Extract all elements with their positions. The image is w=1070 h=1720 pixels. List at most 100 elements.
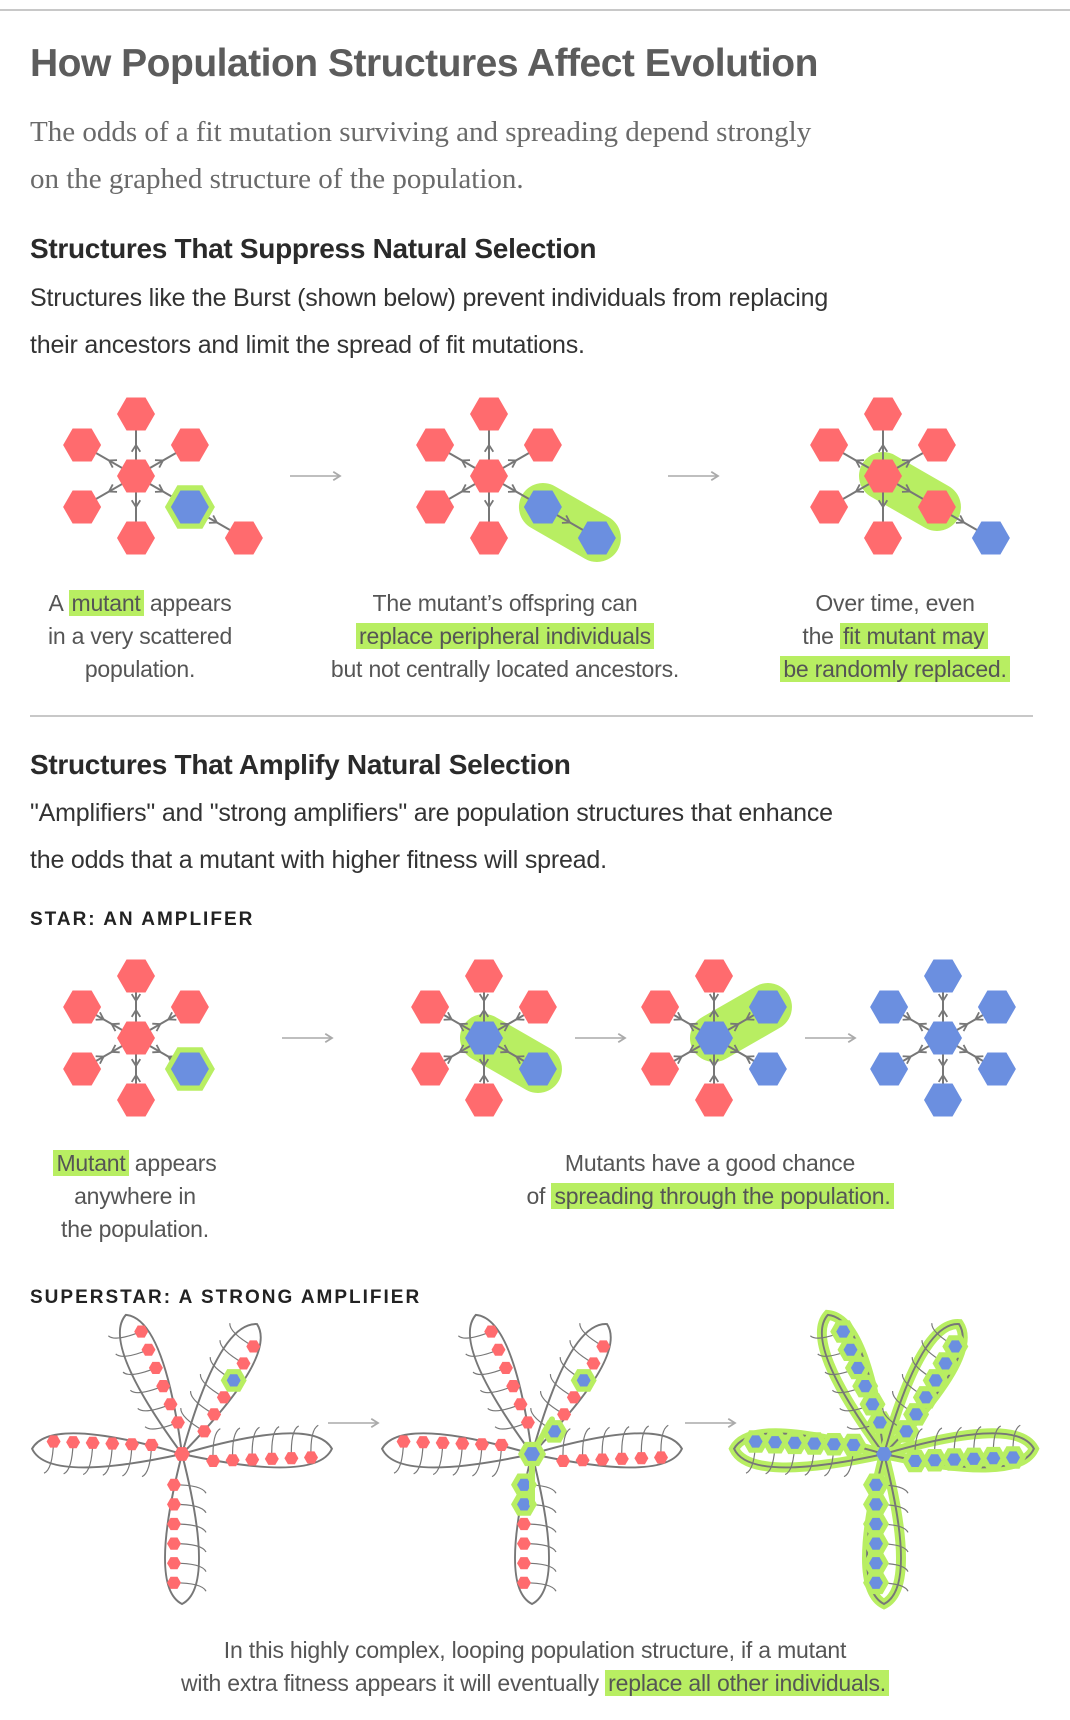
node-hexagon <box>876 1447 892 1461</box>
node-hexagon <box>557 1408 572 1421</box>
node-hexagon <box>470 459 508 493</box>
page-title: How Population Structures Affect Evoluti… <box>30 42 818 85</box>
node-hexagon <box>517 1517 531 1531</box>
node-hexagon <box>977 1052 1016 1086</box>
node-hexagon <box>174 1447 190 1461</box>
amplify-heading: Structures That Amplify Natural Selectio… <box>30 749 571 780</box>
node-hexagon <box>396 1435 411 1448</box>
node-hexagon <box>869 1576 883 1589</box>
suppress-body-1: Structures like the Burst (shown below) … <box>30 284 829 312</box>
node-hexagon <box>216 1391 231 1404</box>
node-hexagon <box>836 1325 851 1338</box>
node-hexagon <box>411 1052 450 1086</box>
node-hexagon <box>513 1398 528 1411</box>
node-hexagon <box>506 1380 521 1393</box>
node-hexagon <box>1006 1451 1020 1464</box>
node-hexagon <box>498 1361 513 1374</box>
node-hexagon <box>826 1438 841 1451</box>
node-hexagon <box>206 1454 221 1467</box>
node-hexagon <box>927 1454 942 1467</box>
star-caption-2: Mutants have a good chance of spreading … <box>460 1147 960 1213</box>
node-hexagon <box>641 990 680 1024</box>
node-hexagon <box>577 521 616 555</box>
node-hexagon <box>869 1557 883 1570</box>
node-hexagon <box>869 1517 883 1531</box>
node-hexagon <box>167 1517 181 1531</box>
node-hexagon <box>858 1380 873 1393</box>
node-hexagon <box>117 1021 155 1055</box>
burst-caption-3: Over time, even the fit mutant may be ra… <box>740 587 1050 686</box>
node-hexagon <box>465 1021 503 1055</box>
node-hexagon <box>924 1083 962 1117</box>
node-hexagon <box>899 1425 914 1438</box>
node-hexagon <box>63 1052 102 1086</box>
node-hexagon <box>748 1052 787 1086</box>
node-hexagon <box>768 1436 783 1449</box>
burst-caption-2: The mutant’s offspring can replace perip… <box>330 590 680 682</box>
node-hexagon <box>807 1437 822 1450</box>
node-hexagon <box>938 1357 953 1370</box>
node-hexagon <box>167 1537 181 1550</box>
node-hexagon <box>748 990 787 1024</box>
node-hexagon <box>524 1447 540 1461</box>
star-caption-1: Mutant appears anywhere in the populatio… <box>20 1147 250 1246</box>
node-hexagon <box>575 1454 590 1467</box>
node-hexagon <box>917 428 956 462</box>
node-hexagon <box>850 1361 865 1374</box>
node-hexagon <box>148 1361 163 1374</box>
node-hexagon <box>284 1452 299 1465</box>
node-hexagon <box>517 1576 531 1589</box>
node-hexagon <box>810 490 849 524</box>
node-hexagon <box>595 1453 610 1466</box>
node-hexagon <box>924 1021 962 1055</box>
node-hexagon <box>948 1340 963 1353</box>
node-hexagon <box>236 1357 251 1370</box>
node-hexagon <box>170 990 209 1024</box>
subtitle-line-1: The odds of a fit mutation surviving and… <box>30 116 812 148</box>
node-hexagon <box>167 1478 181 1491</box>
node-hexagon <box>966 1452 981 1465</box>
suppress-body-2: their ancestors and limit the spread of … <box>30 331 585 359</box>
node-hexagon <box>865 1398 880 1411</box>
node-hexagon <box>518 990 557 1024</box>
node-hexagon <box>523 428 562 462</box>
node-hexagon <box>416 428 455 462</box>
node-hexagon <box>225 1454 240 1467</box>
node-hexagon <box>971 521 1010 555</box>
node-hexagon <box>117 1083 155 1117</box>
node-hexagon <box>864 397 902 431</box>
node-hexagon <box>986 1452 1001 1465</box>
node-hexagon <box>748 1435 763 1448</box>
node-hexagon <box>870 1052 909 1086</box>
node-hexagon <box>869 1537 883 1550</box>
node-hexagon <box>634 1452 649 1465</box>
node-hexagon <box>226 1374 241 1387</box>
node-hexagon <box>411 990 450 1024</box>
node-hexagon <box>470 397 508 431</box>
node-hexagon <box>556 1454 571 1467</box>
node-hexagon <box>864 459 902 493</box>
node-hexagon <box>124 1438 139 1451</box>
node-hexagon <box>695 959 733 993</box>
node-hexagon <box>491 1343 506 1356</box>
node-hexagon <box>654 1451 668 1464</box>
node-hexagon <box>869 1498 883 1511</box>
node-hexagon <box>614 1452 629 1465</box>
node-hexagon <box>810 428 849 462</box>
node-hexagon <box>864 521 902 555</box>
node-hexagon <box>465 1083 503 1117</box>
node-hexagon <box>641 1052 680 1086</box>
burst-caption-1: A mutant appears in a very scattered pop… <box>47 590 233 682</box>
node-hexagon <box>517 1498 531 1511</box>
node-hexagon <box>63 428 102 462</box>
node-hexagon <box>246 1340 261 1353</box>
node-hexagon <box>170 1052 209 1086</box>
node-hexagon <box>695 1083 733 1117</box>
node-hexagon <box>494 1438 509 1451</box>
node-hexagon <box>167 1576 181 1589</box>
node-hexagon <box>46 1435 61 1448</box>
node-hexagon <box>586 1357 601 1370</box>
node-hexagon <box>416 1436 431 1449</box>
node-hexagon <box>872 1416 887 1429</box>
node-hexagon <box>167 1557 181 1570</box>
